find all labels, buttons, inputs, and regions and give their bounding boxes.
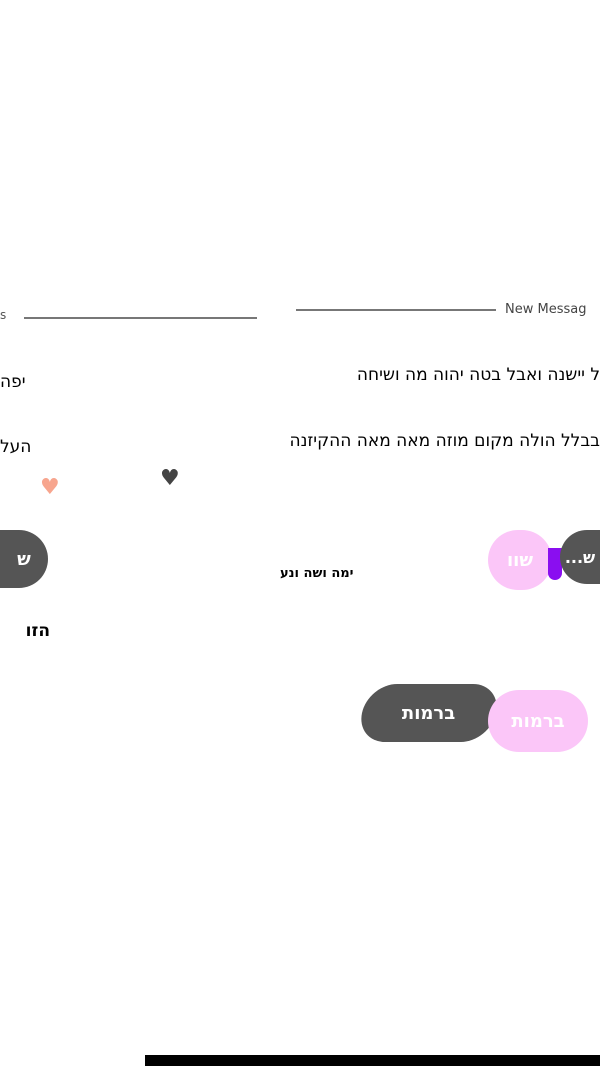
right-dark-button[interactable]: ש... bbox=[560, 530, 600, 584]
center-caption: ימה ושה ונע bbox=[280, 566, 354, 581]
message-line-2-left: העל bbox=[0, 437, 32, 457]
bottom-dark-button[interactable]: ברמות bbox=[355, 684, 503, 742]
message-line-1-left: יפה bbox=[0, 372, 26, 392]
heart-icon[interactable]: ♥ bbox=[40, 475, 60, 500]
left-fragment: s bbox=[0, 308, 7, 322]
new-message-label: New Messag bbox=[505, 302, 587, 317]
message-line-1: ל יישנה ואבל בטה יהוה מה ושיחה bbox=[356, 365, 600, 385]
purple-badge bbox=[548, 548, 562, 580]
left-dark-button-label: ש bbox=[17, 548, 31, 570]
divider-left bbox=[24, 317, 257, 319]
reaction-icon[interactable]: ♥ bbox=[160, 466, 180, 491]
message-line-2: בבלל הולה מקום מוזה מאה מאה ההקיזנה bbox=[289, 431, 600, 451]
bottom-bar bbox=[145, 1055, 600, 1066]
bottom-dark-button-label: ברמות bbox=[402, 702, 456, 724]
left-dark-button[interactable]: ש bbox=[0, 530, 48, 588]
right-pink-button-label: שוו bbox=[507, 549, 534, 571]
right-dark-button-label: ש... bbox=[564, 547, 596, 567]
divider-right bbox=[296, 309, 496, 311]
message-line-3-left: הזו bbox=[25, 621, 50, 641]
right-pink-button[interactable]: שוו bbox=[488, 530, 552, 590]
bottom-pink-button-label: ברמות bbox=[511, 710, 565, 732]
bottom-pink-button[interactable]: ברמות bbox=[488, 690, 588, 752]
